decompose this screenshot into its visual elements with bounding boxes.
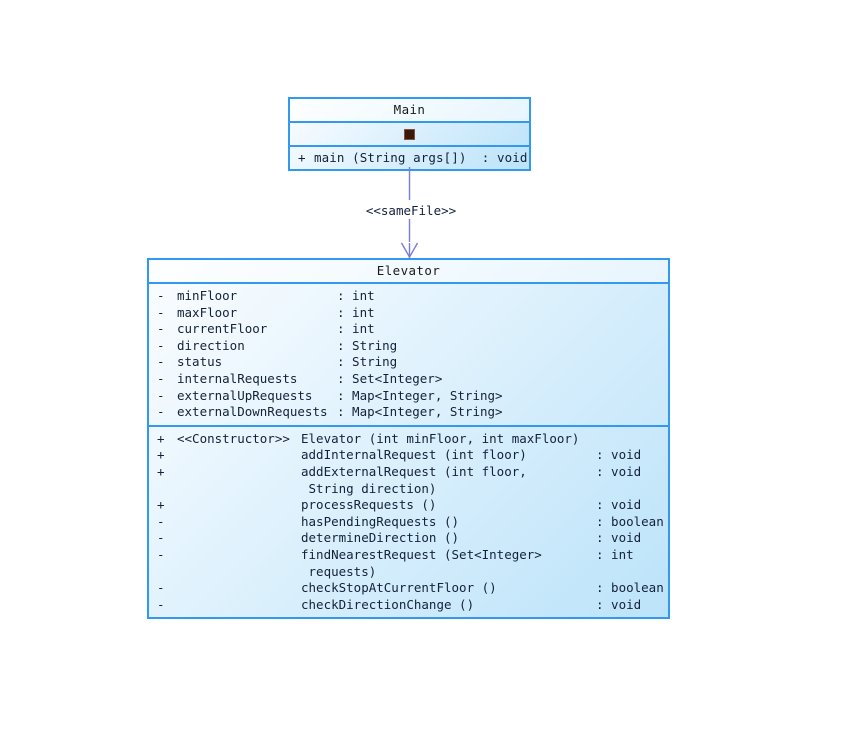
operation-signature: main (String args[]) — [314, 149, 467, 165]
visibility-marker: + — [157, 430, 165, 446]
operation-row: - hasPendingRequests () : boolean — [155, 514, 668, 531]
operation-row: - checkDirectionChange () : void — [155, 597, 668, 614]
connector-arrowhead-icon — [400, 242, 419, 259]
uml-class-elevator[interactable]: Elevator -minFloor: int-maxFloor: int-cu… — [147, 258, 670, 620]
operation-signature: checkStopAtCurrentFloor () — [301, 580, 497, 596]
uml-class-main[interactable]: Main + main (String args[]) : void — [288, 97, 531, 171]
operation-row: + addExternalRequest (int floor, String d… — [155, 464, 668, 497]
operation-row: + <<Constructor>> Elevator (int minFloor, … — [155, 431, 668, 448]
attribute-row: -minFloor : int — [155, 288, 668, 305]
attribute-type: : Map<Integer, String> — [337, 387, 503, 403]
operation-row: - determineDirection () : void — [155, 530, 668, 547]
operation-return-type: : void — [596, 596, 642, 612]
operation-signature: Elevator (int minFloor, int maxFloor) — [301, 430, 580, 446]
operation-return-type: : void — [596, 497, 642, 513]
attribute-row: -externalUpRequests : Map<Integer, String… — [155, 388, 668, 405]
operation-return-type: : boolean — [596, 580, 664, 596]
visibility-marker: - — [157, 387, 165, 403]
operation-return-type-value: : void — [481, 149, 528, 165]
operation-return-type: : void — [596, 530, 642, 546]
visibility-marker: - — [157, 530, 165, 546]
operation-return-type — [467, 150, 482, 165]
visibility-marker: + — [157, 463, 165, 479]
attribute-name: currentFloor — [177, 321, 268, 337]
operation-return-type: : boolean — [596, 513, 664, 529]
operation-row: + main (String args[]) : void — [298, 150, 528, 167]
operation-return-type: : void — [596, 463, 642, 479]
attribute-type: : String — [337, 354, 398, 370]
operation-signature: checkDirectionChange () — [301, 596, 475, 612]
attribute-type: : int — [337, 304, 375, 320]
class-name-main: Main — [290, 99, 529, 121]
attribute-row: -status : String — [155, 354, 668, 371]
operation-signature: processRequests () — [301, 497, 437, 513]
attribute-name: externalUpRequests — [177, 387, 313, 403]
visibility-marker: - — [157, 580, 165, 596]
operation-return-type: : void — [596, 447, 642, 463]
visibility-marker: - — [157, 370, 165, 386]
attribute-type: : String — [337, 337, 398, 353]
attribute-row: -internalRequests : Set<Integer> — [155, 371, 668, 388]
connector-stereotype-label: <<sameFile>> — [365, 203, 457, 218]
attribute-row: -maxFloor : int — [155, 305, 668, 322]
visibility-marker: - — [157, 546, 165, 562]
visibility-marker: + — [157, 497, 165, 513]
attributes-compartment-elevator: -minFloor: int-maxFloor: int-currentFloo… — [149, 282, 668, 425]
attribute-name: maxFloor — [177, 304, 238, 320]
visibility-marker: - — [157, 337, 165, 353]
attribute-type: : Set<Integer> — [337, 370, 443, 386]
operation-signature: addExternalRequest (int floor, String di… — [301, 463, 527, 496]
operation-signature: findNearestRequest (Set<Integer> request… — [301, 546, 542, 579]
attribute-name: internalRequests — [177, 370, 298, 386]
visibility-marker: - — [157, 404, 165, 420]
operations-compartment-main: + main (String args[]) : void — [290, 145, 529, 169]
operation-row: + processRequests () : void — [155, 497, 668, 514]
attribute-row: -currentFloor : int — [155, 321, 668, 338]
attribute-type: : Map<Integer, String> — [337, 404, 503, 420]
operation-signature: determineDirection () — [301, 530, 460, 546]
visibility-marker: - — [157, 354, 165, 370]
operation-row: - findNearestRequest (Set<Integer> reques… — [155, 547, 668, 580]
attribute-name: minFloor — [177, 288, 238, 303]
operation-stereotype: <<Constructor>> — [177, 430, 290, 446]
visibility-marker: - — [157, 596, 165, 612]
attribute-row: -externalDownRequests : Map<Integer, Stri… — [155, 404, 668, 421]
visibility-marker: + — [298, 149, 306, 165]
class-name-elevator: Elevator — [149, 260, 668, 282]
operation-row: - checkStopAtCurrentFloor () : boolean — [155, 580, 668, 597]
operation-signature: hasPendingRequests () — [301, 513, 460, 529]
operation-signature: addInternalRequest (int floor) — [301, 447, 527, 463]
visibility-marker: - — [157, 304, 165, 320]
attribute-name: externalDownRequests — [177, 404, 328, 420]
attributes-compartment-main — [290, 121, 529, 145]
operation-row: + addInternalRequest (int floor) : void — [155, 447, 668, 464]
visibility-marker: - — [157, 321, 165, 337]
attribute-name: status — [177, 354, 223, 370]
visibility-marker: - — [157, 288, 165, 303]
attribute-type: : int — [337, 288, 375, 303]
visibility-marker: - — [157, 513, 165, 529]
attribute-row: -direction : String — [155, 338, 668, 355]
visibility-marker: + — [157, 447, 165, 463]
attribute-name: direction — [177, 337, 245, 353]
operations-compartment-elevator: + <<Constructor>> Elevator (int minFloor, … — [149, 424, 668, 618]
attribute-type: : int — [337, 321, 375, 337]
operation-return-type: : int — [596, 546, 634, 562]
missing-glyph-icon — [404, 128, 415, 140]
